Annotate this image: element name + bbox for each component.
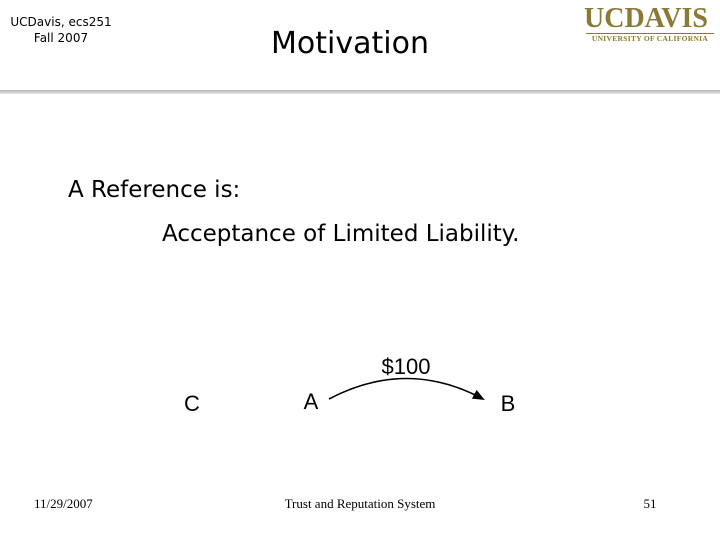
course-name: UCDavis, ecs251: [10, 15, 112, 29]
logo-rule: [586, 33, 714, 34]
header-divider: [0, 90, 720, 94]
node-a: A: [304, 389, 319, 414]
node-c: C: [184, 391, 200, 416]
logo-tagline: UNIVERSITY OF CALIFORNIA: [591, 34, 709, 43]
logo-wordmark: UCDAVIS: [584, 3, 708, 34]
body-line-2: Acceptance of Limited Liability.: [162, 221, 520, 247]
edge-label: $100: [382, 354, 431, 379]
ucdavis-logo: UCDAVIS UNIVERSITY OF CALIFORNIA: [584, 3, 716, 44]
footer-title: Trust and Reputation System: [284, 496, 436, 511]
slide-title: Motivation: [271, 26, 429, 61]
edge-a-to-b: [328, 377, 485, 400]
node-b: B: [501, 391, 516, 416]
course-label: UCDavis, ecs251 Fall 2007: [6, 14, 116, 46]
footer-date: 11/29/2007: [34, 496, 93, 511]
body-line-1: A Reference is:: [68, 177, 241, 203]
course-term: Fall 2007: [33, 31, 89, 45]
page-number: 51: [643, 496, 657, 511]
